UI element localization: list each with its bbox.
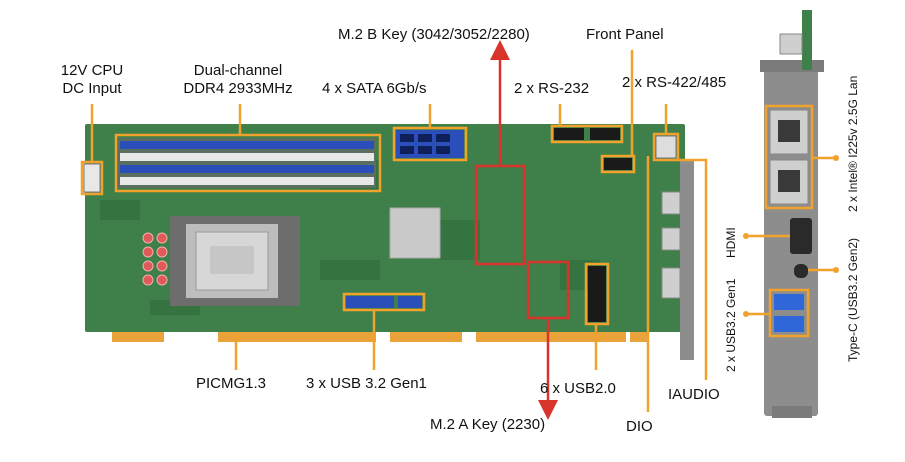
capacitors bbox=[142, 232, 168, 286]
single-board-computer bbox=[83, 124, 694, 360]
rear-usb32-port-1 bbox=[774, 294, 804, 310]
orange-callouts bbox=[80, 50, 708, 412]
label-usb32: 3 x USB 3.2 Gen1 bbox=[306, 375, 427, 392]
label-iaudio: IAUDIO bbox=[668, 386, 720, 403]
typec-port bbox=[794, 264, 808, 278]
label-rs422: 2 x RS-422/485 bbox=[622, 74, 727, 91]
hdmi-port bbox=[790, 218, 812, 254]
label-typec: Type-C (USB3.2 Gen2) bbox=[846, 237, 860, 362]
bracket-callouts bbox=[746, 104, 836, 338]
label-dio: DIO bbox=[626, 418, 653, 435]
pch-heatsink bbox=[389, 207, 441, 259]
rear-io-bracket bbox=[760, 10, 824, 418]
front-panel-header bbox=[604, 158, 632, 170]
cpu-power-connector bbox=[83, 163, 101, 193]
lan-port-1 bbox=[769, 109, 809, 155]
label-m2-b-key: M.2 B Key (3042/3052/2280) bbox=[338, 26, 530, 43]
usb32-headers bbox=[346, 296, 422, 308]
label-usb20: 6 x USB2.0 bbox=[540, 380, 616, 397]
label-sata: 4 x SATA 6Gb/s bbox=[322, 80, 427, 97]
rs422-header bbox=[655, 135, 677, 159]
dimm-slots bbox=[118, 138, 376, 188]
label-rear-usb32: 2 x USB3.2 Gen1 bbox=[724, 278, 738, 372]
label-lan: 2 x Intel® I225v 2.5G Lan bbox=[846, 75, 860, 212]
label-rs232: 2 x RS-232 bbox=[514, 80, 590, 97]
sata-connectors bbox=[396, 130, 464, 158]
usb20-header bbox=[588, 266, 606, 322]
label-cpu-power: 12V CPU DC Input bbox=[60, 62, 124, 97]
rs232-headers bbox=[554, 128, 620, 140]
label-ddr4: Dual-channel DDR4 2933MHz bbox=[183, 62, 293, 97]
label-front-panel: Front Panel bbox=[586, 26, 664, 43]
label-hdmi: HDMI bbox=[724, 227, 738, 258]
picmg-edge-connector bbox=[112, 332, 648, 342]
label-m2-a-key: M.2 A Key (2230) bbox=[430, 416, 546, 433]
m2-callouts bbox=[474, 40, 570, 420]
rear-usb32-port-2 bbox=[774, 316, 804, 332]
cpu-socket bbox=[170, 216, 300, 306]
label-picmg: PICMG1.3 bbox=[196, 375, 267, 392]
board-side-ports bbox=[661, 191, 681, 299]
